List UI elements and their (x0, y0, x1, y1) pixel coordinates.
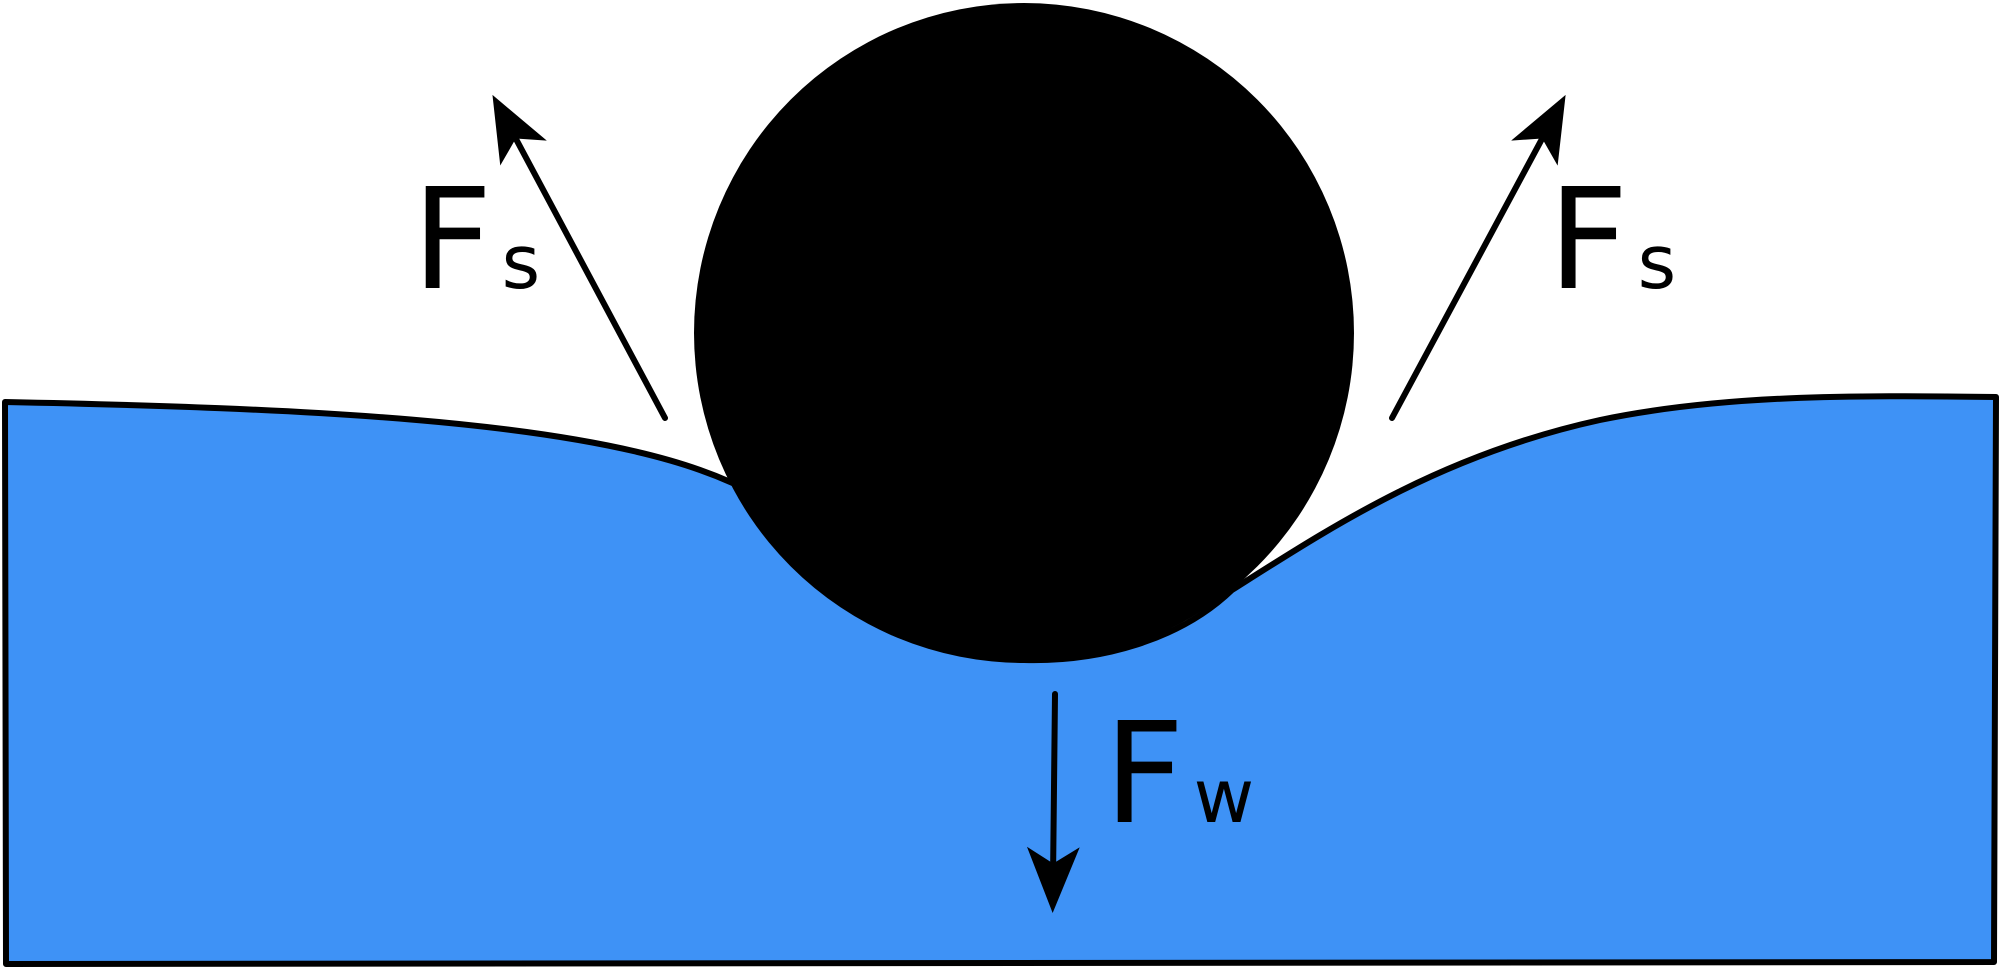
label-surface-tension-right: F s (1548, 159, 1676, 322)
label-main: F (1548, 159, 1629, 322)
arrow-surface-tension-left (492, 94, 668, 421)
label-main: F (1104, 693, 1185, 856)
water-surface-line (798, 562, 1234, 663)
arrow-surface-tension-right (1389, 94, 1566, 421)
label-surface-tension-left: F s (412, 159, 540, 322)
label-main: F (412, 159, 493, 322)
label-subscript: s (1638, 220, 1677, 306)
label-weight: F w (1104, 693, 1254, 856)
label-subscript: s (502, 220, 541, 306)
arrow-weight (1026, 691, 1080, 913)
sphere (694, 3, 1354, 663)
label-subscript: w (1194, 754, 1255, 840)
